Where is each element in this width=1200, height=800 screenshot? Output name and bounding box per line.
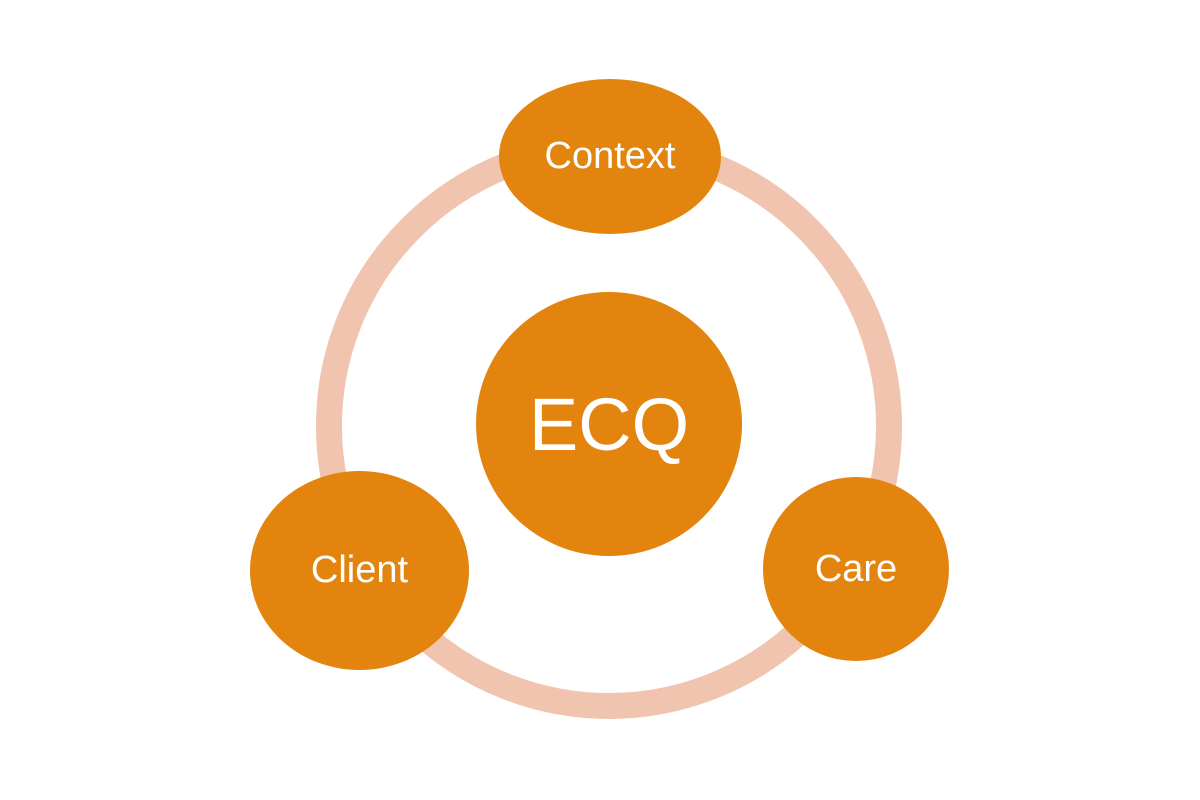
node-context-label: Context [544, 135, 676, 177]
node-care: Care [763, 477, 949, 661]
node-client-label: Client [310, 549, 409, 591]
node-care-label: Care [814, 547, 898, 590]
node-context: Context [499, 79, 721, 234]
center-node-label: ECQ [528, 382, 690, 466]
node-client: Client [250, 471, 469, 670]
center-node-ecq: ECQ [476, 292, 742, 556]
